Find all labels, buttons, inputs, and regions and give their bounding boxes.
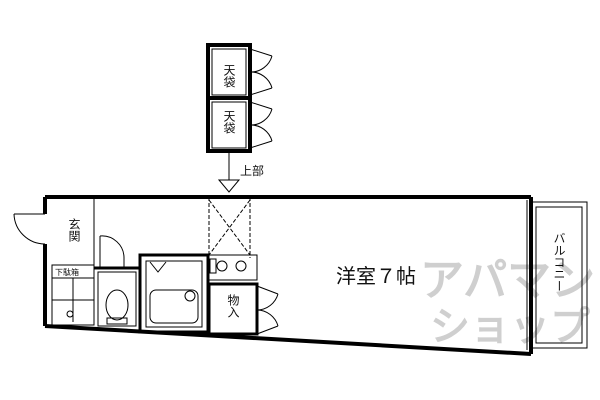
watermark-line1: アパマン [420,255,595,306]
stove-burner-icon-2 [235,260,247,272]
tenbukuro-group [206,43,273,153]
monoire-label: 物入 [226,294,240,318]
tenbukuro-top-label: 天袋 [222,64,236,88]
monoire-closet [207,282,279,336]
bath-unit [138,253,210,334]
jobu-label: 上部 [240,163,264,178]
kitchen [208,197,258,281]
tenbukuro-bottom-label: 天袋 [222,110,236,134]
bath-faucet-icon [184,290,196,302]
balcony-label: バルコニー [552,232,566,292]
down-arrow-icon [217,152,241,193]
genkan-label: 玄関 [67,217,81,242]
stove-burner-icon [216,260,228,272]
youshitsu-label: 洋室７帖 [336,264,416,288]
entrance-door [13,213,46,245]
genkan-area [51,197,95,326]
getabako-label: 下駄箱 [55,267,79,277]
watermark: アパマン ショップ [420,255,595,350]
balcony [530,201,588,349]
toilet-room [94,235,140,327]
toilet-icon [105,289,129,321]
watermark-line2: ショップ [430,304,590,350]
